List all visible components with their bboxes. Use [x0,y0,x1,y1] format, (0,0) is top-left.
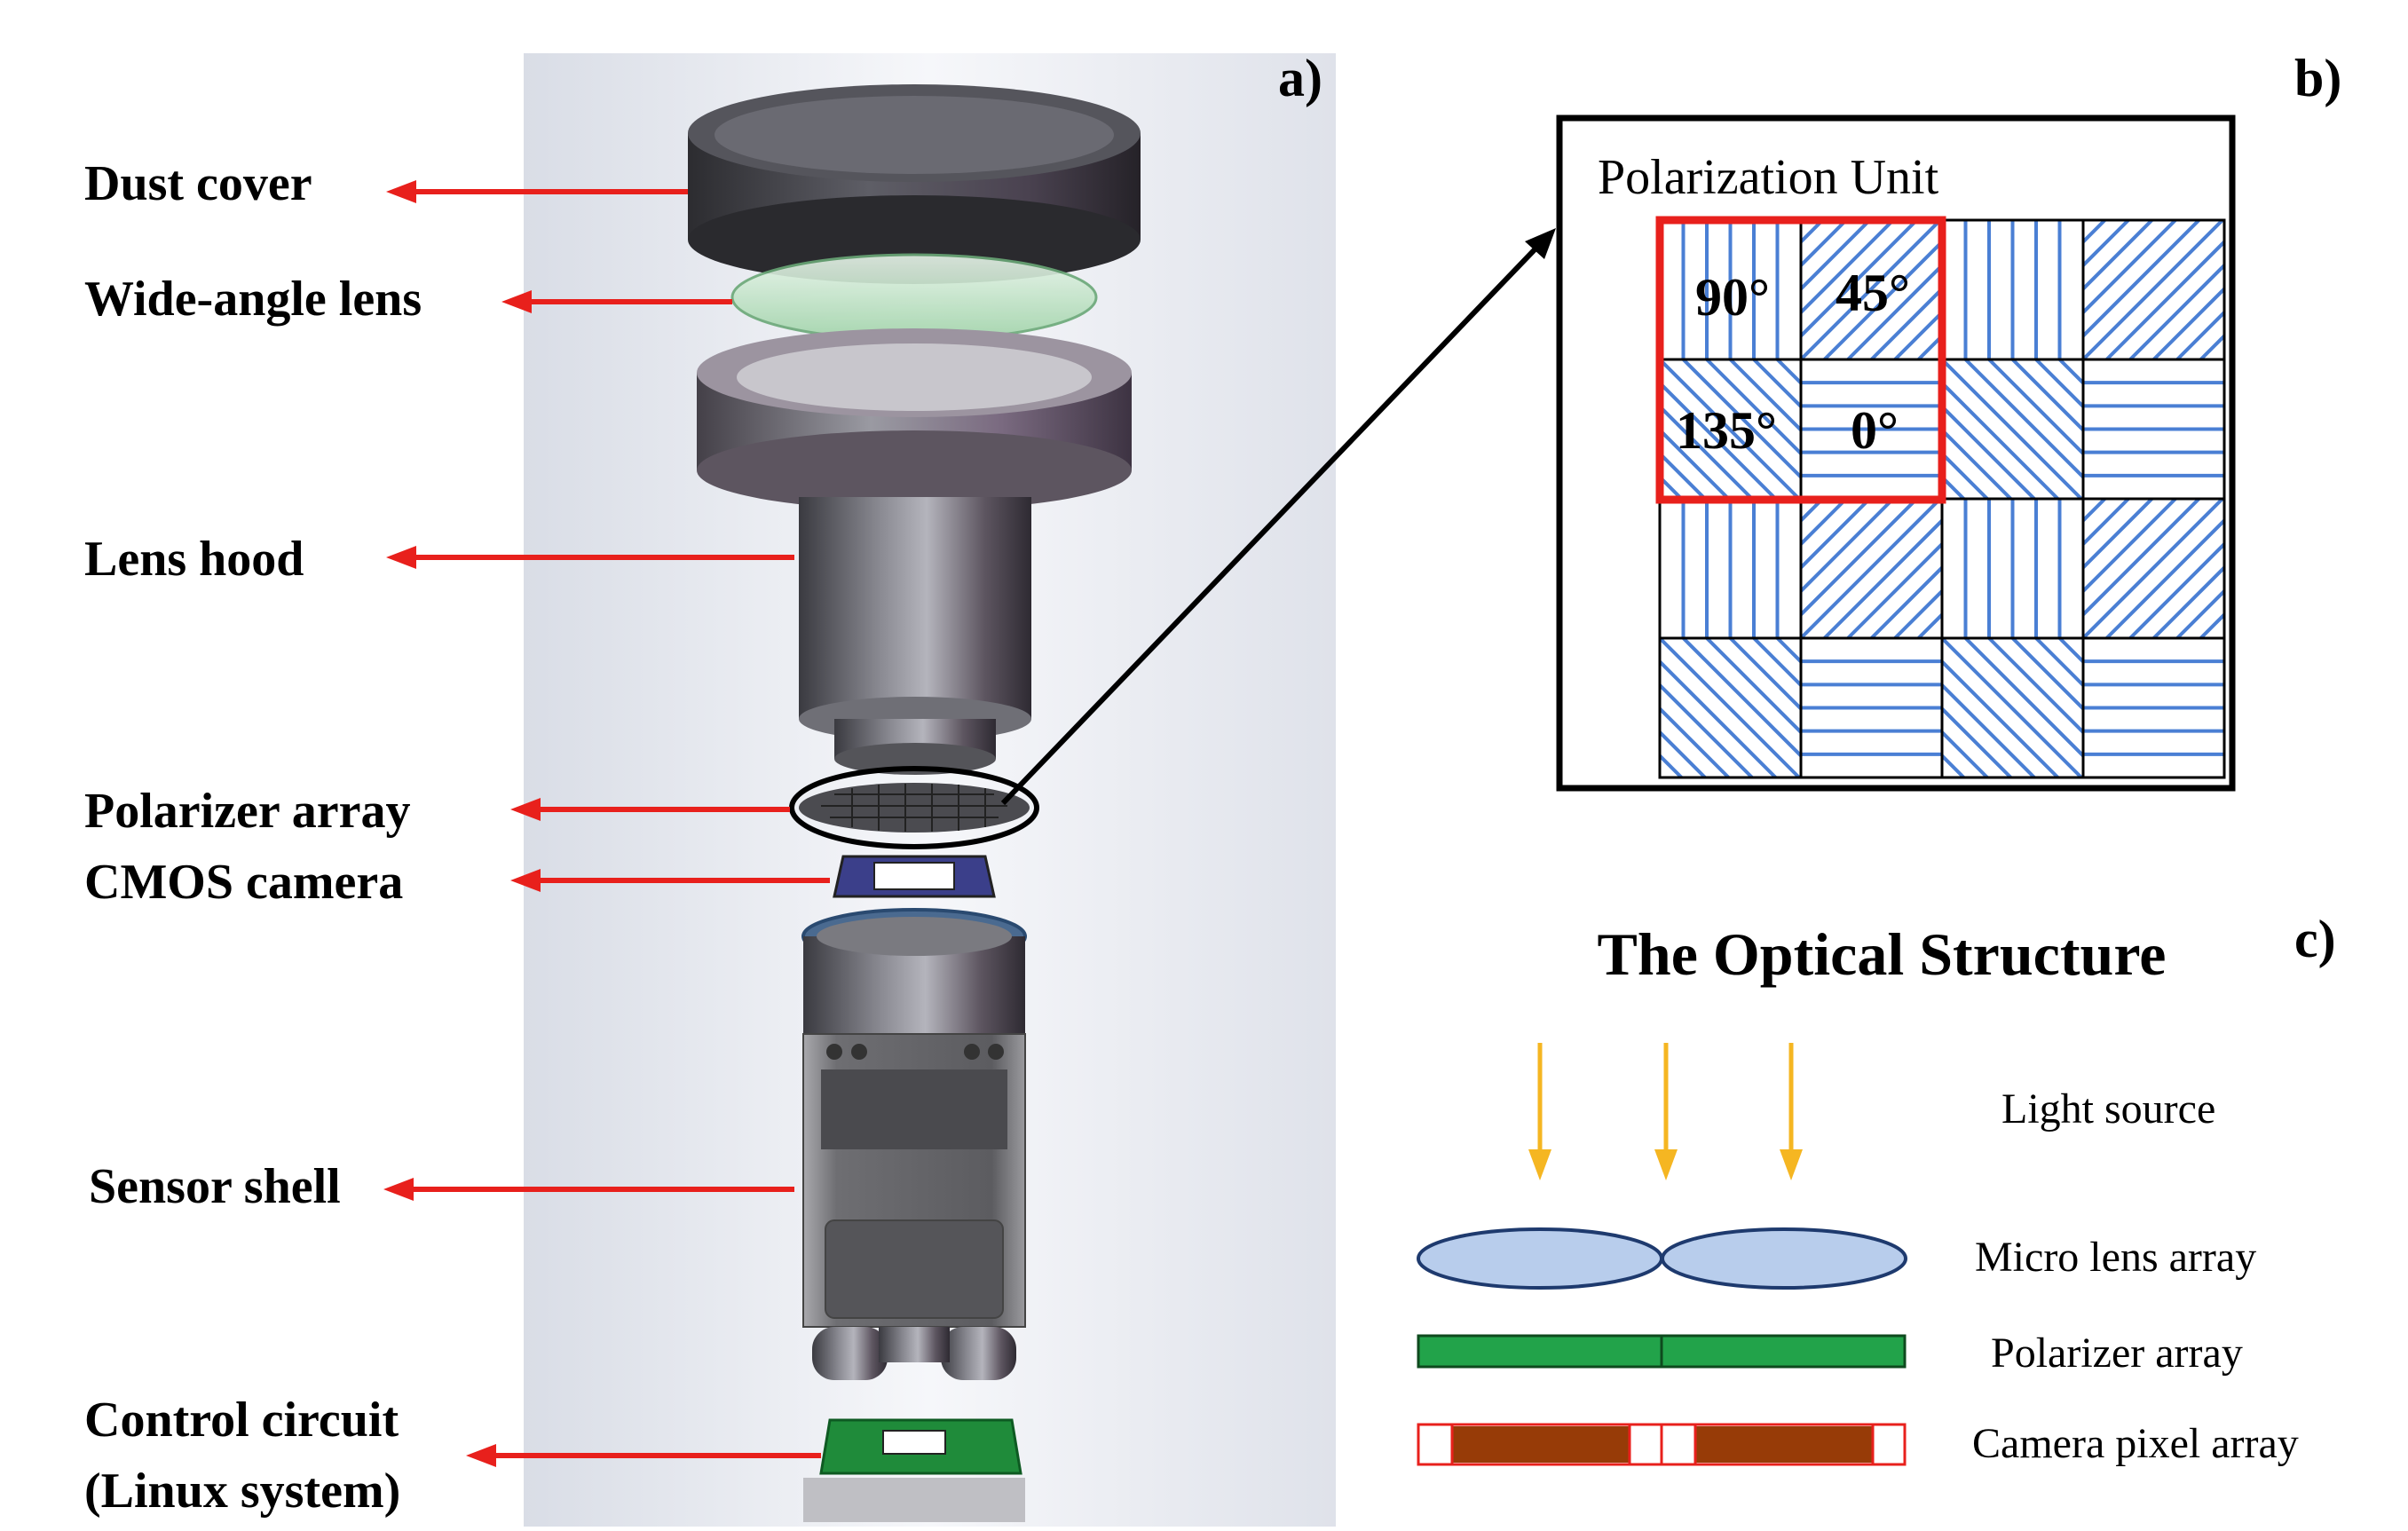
polarizer-layer [1417,1334,1907,1369]
optical-structure-title: The Optical Structure [1598,920,2167,988]
label-group-sensor-shell: Sensor shell [89,1159,794,1214]
red-arrow-lens-hood [386,546,794,569]
red-arrow-wide-angle-lens [501,290,732,313]
polarizer-array-part [789,766,1039,849]
wide-angle-lens-part [730,253,1098,342]
angle-135: 135° [1676,401,1777,460]
label-cmos-camera: CMOS camera [84,855,403,910]
label-group-control-circuit: Control circuit (Linux system) [84,1393,821,1519]
label-dust-cover: Dust cover [84,156,312,211]
angle-90: 90° [1695,268,1770,327]
polarizer-grid [1658,218,2226,779]
panel-label-c: c) [2294,910,2336,968]
label-polarizer-array: Polarizer array [84,784,410,839]
cmos-camera-part [833,855,996,898]
grid-cell [2081,218,2226,361]
micro-lens [1417,1227,1663,1290]
red-arrow-polarizer-array [510,798,790,821]
light-arrows [1528,1043,1803,1180]
lens-hood-part [697,328,1132,775]
angle-0: 0° [1851,401,1899,460]
polarization-unit-title: Polarization Unit [1598,150,1939,205]
micro-lens-array [1417,1227,1907,1290]
panel-label-b: b) [2294,49,2341,107]
layer-label-light-source: Light source [2001,1085,2215,1132]
layer-label-camera-pixel-array: Camera pixel array [1972,1420,2299,1467]
red-arrow-cmos-camera [510,869,830,892]
label-group-wide-angle-lens: Wide-angle lens [84,272,732,327]
label-lens-hood: Lens hood [84,532,304,587]
panel-c-optical-structure: The Optical Structure [1417,920,2299,1467]
camera-pixel-layer [1417,1423,1907,1466]
red-arrow-dust-cover [386,180,688,203]
label-group-lens-hood: Lens hood [84,532,794,587]
panel-a-exploded-view [524,53,1336,1527]
panel-label-a: a) [1278,49,1322,107]
light-arrow [1780,1043,1803,1180]
dust-cover-part [688,84,1141,284]
red-arrow-sensor-shell [383,1178,794,1201]
light-arrow [1654,1043,1678,1180]
label-sensor-shell: Sensor shell [89,1159,341,1214]
label-control-circuit: Control circuit [84,1393,399,1448]
grid-cell [1799,636,1944,779]
sublabel-control-circuit: (Linux system) [84,1464,400,1519]
control-circuit-part [803,1418,1025,1522]
label-group-cmos-camera: CMOS camera [84,855,830,910]
polarizer-highlight-ring [789,766,1039,849]
light-arrow [1528,1043,1551,1180]
pixel [1452,1426,1630,1463]
pixel [1695,1426,1873,1463]
label-wide-angle-lens: Wide-angle lens [84,272,422,327]
grid-cell [2081,497,2226,640]
sensor-shell-part [801,908,1027,1380]
unit-highlight-box [1655,216,1946,504]
grid-cell [2081,358,2226,501]
grid-cell [1658,497,1803,640]
panel-b-polarization-grid: Polarization Unit 90° 45° 135° 0° [1556,114,2236,792]
angle-45: 45° [1836,264,1910,322]
label-group-dust-cover: Dust cover [84,156,688,211]
grid-cell [2081,636,2226,779]
label-group-polarizer-array: Polarizer array [84,784,790,839]
micro-lens [1661,1227,1907,1290]
zoom-arrow [1000,228,1556,806]
red-arrow-control-circuit [466,1444,821,1467]
layer-label-polarizer-array: Polarizer array [1991,1330,2243,1377]
layer-label-micro-lens-array: Micro lens array [1975,1234,2256,1281]
